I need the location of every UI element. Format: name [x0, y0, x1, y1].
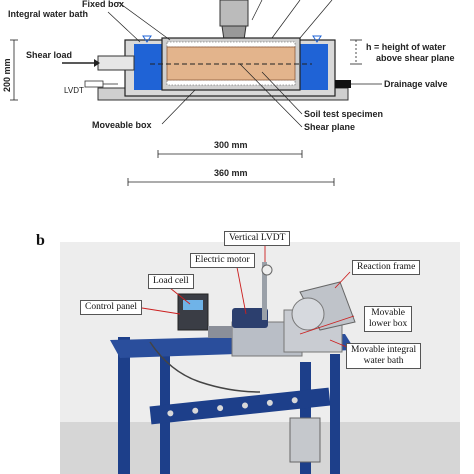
water-level-left: [142, 35, 152, 43]
shear-box-schematic: Fixed box Integral water bath Shear load…: [2, 0, 455, 186]
top-leader-1: [251, 0, 263, 21]
label-shear-load: Shear load: [26, 50, 72, 60]
control-panel-photo: [177, 293, 209, 331]
frame-leg-4: [330, 354, 340, 474]
label-integral-water-bath: Integral water bath: [8, 9, 88, 19]
tag-movable-lower-box: Movable lower box: [364, 306, 413, 332]
tag-movable-water-bath: Movable integral water bath: [346, 343, 422, 369]
cables: [149, 341, 261, 393]
label-fixed-box: Fixed box: [82, 0, 124, 9]
tag-vertical-lvdt: Vertical LVDT: [224, 231, 291, 246]
tag-movable-lower-box-line1: Movable: [371, 308, 406, 318]
motor-photo: [232, 308, 268, 328]
fixed-box-leader: [117, 1, 171, 41]
tag-control-panel: Control panel: [80, 300, 142, 315]
shear-load-arm: [97, 55, 135, 71]
label-drainage-valve: Drainage valve: [384, 79, 448, 89]
lower-device: [289, 417, 321, 463]
tag-electric-motor: Electric motor: [190, 253, 255, 268]
label-lvdt: LVDT: [64, 86, 84, 95]
beam-holes: [167, 397, 298, 417]
lvdt-stand: [262, 262, 267, 320]
tag-movable-water-bath-line1: Movable integral: [351, 345, 417, 355]
label-soil-test-specimen: Soil test specimen: [304, 109, 383, 119]
shear-plane-leader: [239, 63, 303, 128]
label-dim-300: 300 mm: [214, 140, 248, 150]
label-h-line1: h = height of water: [366, 42, 446, 52]
tag-movable-lower-box-line2: lower box: [369, 319, 408, 329]
lvdt-dial: [261, 264, 273, 276]
control-panel-screen: [183, 300, 203, 310]
top-porous-stone: [166, 41, 296, 48]
water-left: [134, 44, 162, 90]
moveable-box-leader: [161, 89, 196, 125]
lvdt-sensor: [84, 80, 104, 88]
label-h-line2: above shear plane: [376, 53, 455, 63]
drainage-valve: [335, 80, 351, 88]
top-leader-3: [299, 0, 333, 39]
panel-b-letter: b: [36, 232, 45, 249]
loading-rod: [219, 0, 249, 27]
specimen-leader: [261, 71, 303, 115]
tag-reaction-frame: Reaction frame: [352, 260, 421, 275]
load-cell-photo: [208, 326, 232, 338]
tag-load-cell: Load cell: [148, 274, 194, 289]
label-dim-200: 200 mm: [2, 58, 12, 92]
tag-movable-water-bath-line2: water bath: [363, 356, 404, 366]
bath-leader: [107, 11, 141, 43]
frame-cross-beam: [149, 387, 331, 425]
label-moveable-box: Moveable box: [92, 120, 152, 130]
frame-leg-1: [118, 337, 130, 474]
water-level-right: [312, 35, 322, 43]
top-leader-2: [271, 0, 301, 39]
reaction-wheel: [291, 297, 325, 331]
label-dim-360: 360 mm: [214, 168, 248, 178]
bottom-porous-stone: [166, 79, 296, 86]
shear-load-arrowhead: [94, 59, 100, 67]
label-shear-plane: Shear plane: [304, 122, 355, 132]
water-right: [300, 44, 328, 90]
